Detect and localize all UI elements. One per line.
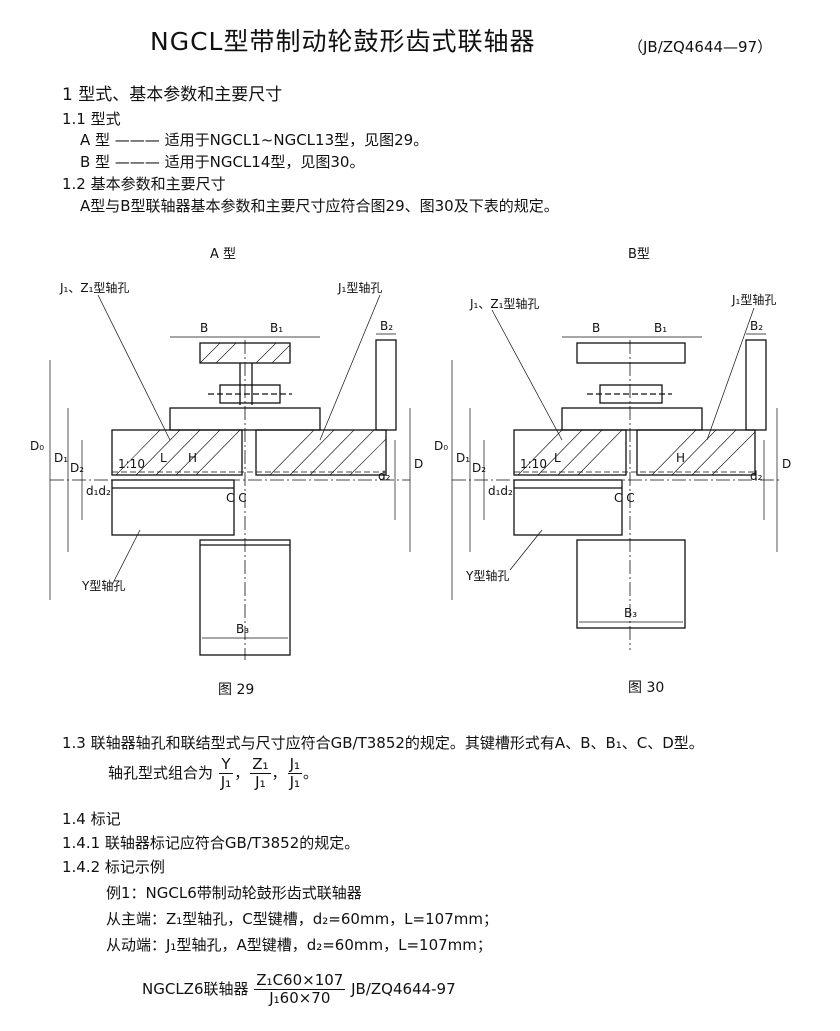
- figure-30-heading: B型: [628, 247, 650, 262]
- label-dd: D: [782, 457, 791, 471]
- section-1-2-text: A型与B型联轴器基本参数和主要尺寸应符合图29、图30及下表的规定。: [80, 197, 559, 215]
- label-cc: C C: [614, 491, 635, 505]
- label-y-bore: Y型轴孔: [81, 578, 125, 593]
- label-d1: D₁: [456, 451, 470, 465]
- label-j1z1-bore: J₁、Z₁型轴孔: [469, 296, 539, 311]
- section-1-3-text: 1.3 联轴器轴孔和联结型式与尺寸应符合GB/T3852的规定。其键槽形式有A、…: [62, 734, 704, 752]
- type-b-line: B 型 ——— 适用于NGCL14型，见图30。: [80, 153, 365, 171]
- label-b: B: [200, 321, 208, 335]
- page-title: NGCL型带制动轮鼓形齿式联轴器: [150, 27, 536, 56]
- combo-prefix: 轴孔型式组合为: [108, 764, 214, 782]
- label-j1-bore: J₁型轴孔: [731, 292, 776, 307]
- label-d1: D₁: [54, 451, 68, 465]
- combo-f3-num: J₁: [287, 755, 302, 774]
- label-d2: D₂: [472, 461, 486, 475]
- label-l: L: [160, 451, 167, 465]
- label-dz: d₂: [378, 469, 391, 483]
- marking-suffix: JB/ZQ4644-97: [351, 980, 456, 998]
- label-d1d2: d₁d₂: [86, 484, 111, 498]
- label-taper: 1:10: [118, 457, 145, 471]
- label-b1: B₁: [270, 321, 283, 335]
- label-h: H: [676, 451, 685, 465]
- figure-29-heading: A 型: [210, 247, 236, 262]
- label-d0: D₀: [30, 439, 44, 453]
- section-1-4-2-heading: 1.4.2 标记示例: [62, 858, 165, 876]
- label-j1z1-bore: J₁、Z₁型轴孔: [59, 280, 129, 295]
- marking-numerator: Z₁C60×107: [254, 971, 346, 990]
- figure-29-labels: A 型 J₁、Z₁型轴孔 J₁型轴孔 Y型轴孔 B B₁ B₂ B₃ D₀ D₁…: [30, 247, 423, 698]
- type-a-line: A 型 ——— 适用于NGCL1~NGCL13型，见图29。: [80, 131, 429, 149]
- figure-29-drawing: A 型 J₁、Z₁型轴孔 J₁型轴孔 Y型轴孔 B B₁ B₂ B₃ D₀ D₁…: [30, 247, 423, 698]
- combo-sep-1: ，: [234, 764, 250, 782]
- figure-30-caption: 图 30: [628, 680, 664, 696]
- combo-f1-num: Y: [218, 756, 234, 774]
- label-d1d2: d₁d₂: [488, 484, 513, 498]
- standard-number: （JB/ZQ4644—97）: [628, 38, 773, 56]
- label-b3: B₃: [236, 622, 249, 636]
- label-d0: D₀: [434, 439, 448, 453]
- label-taper: 1:10: [520, 457, 547, 471]
- section-1-2-heading: 1.2 基本参数和主要尺寸: [62, 175, 226, 193]
- driven-end-spec: 从动端：J₁型轴孔，A型键槽，d₂=60mm，L=107mm；: [106, 936, 492, 954]
- label-b2: B₂: [750, 319, 763, 333]
- section-1-4-heading: 1.4 标记: [62, 810, 121, 828]
- label-b3: B₃: [624, 606, 637, 620]
- label-j1-bore: J₁型轴孔: [337, 280, 382, 295]
- combo-sep-2: ，: [271, 764, 287, 782]
- combo-end: 。: [303, 764, 319, 782]
- label-y-bore: Y型轴孔: [465, 568, 509, 583]
- combo-f3-den: J₁: [289, 773, 300, 791]
- section-1-1-heading: 1.1 型式: [62, 110, 121, 128]
- section-1-4-1-text: 1.4.1 联轴器标记应符合GB/T3852的规定。: [62, 834, 360, 852]
- figure-30-drawing: B型 J₁、Z₁型轴孔 J₁型轴孔 Y型轴孔 B B₁ B₂ B₃ D₀ D₁ …: [434, 247, 791, 696]
- driving-end-spec: 从主端：Z₁型轴孔，C型键槽，d₂=60mm，L=107mm；: [106, 910, 498, 928]
- label-dz: d₂: [750, 469, 763, 483]
- figure-30-labels: B型 J₁、Z₁型轴孔 J₁型轴孔 Y型轴孔 B B₁ B₂ B₃ D₀ D₁ …: [434, 247, 791, 696]
- label-dd: D: [414, 457, 423, 471]
- label-b1: B₁: [654, 321, 667, 335]
- label-d2: D₂: [70, 461, 84, 475]
- combo-f2-den: J₁: [255, 773, 266, 791]
- label-b2: B₂: [380, 319, 393, 333]
- combo-f2-num: Z₁: [250, 755, 271, 774]
- section-1-heading: 1 型式、基本参数和主要尺寸: [62, 85, 283, 105]
- marking-prefix: NGCLZ6联轴器: [142, 980, 249, 998]
- label-h: H: [188, 451, 197, 465]
- label-b: B: [592, 321, 600, 335]
- marking-denominator: J₁60×70: [269, 989, 331, 1007]
- combo-f1-den: J₁: [220, 773, 232, 791]
- label-l: L: [554, 451, 561, 465]
- example-title: 例1：NGCL6带制动轮鼓形齿式联轴器: [106, 884, 362, 902]
- label-cc: C C: [226, 491, 247, 505]
- figure-29-caption: 图 29: [218, 682, 254, 698]
